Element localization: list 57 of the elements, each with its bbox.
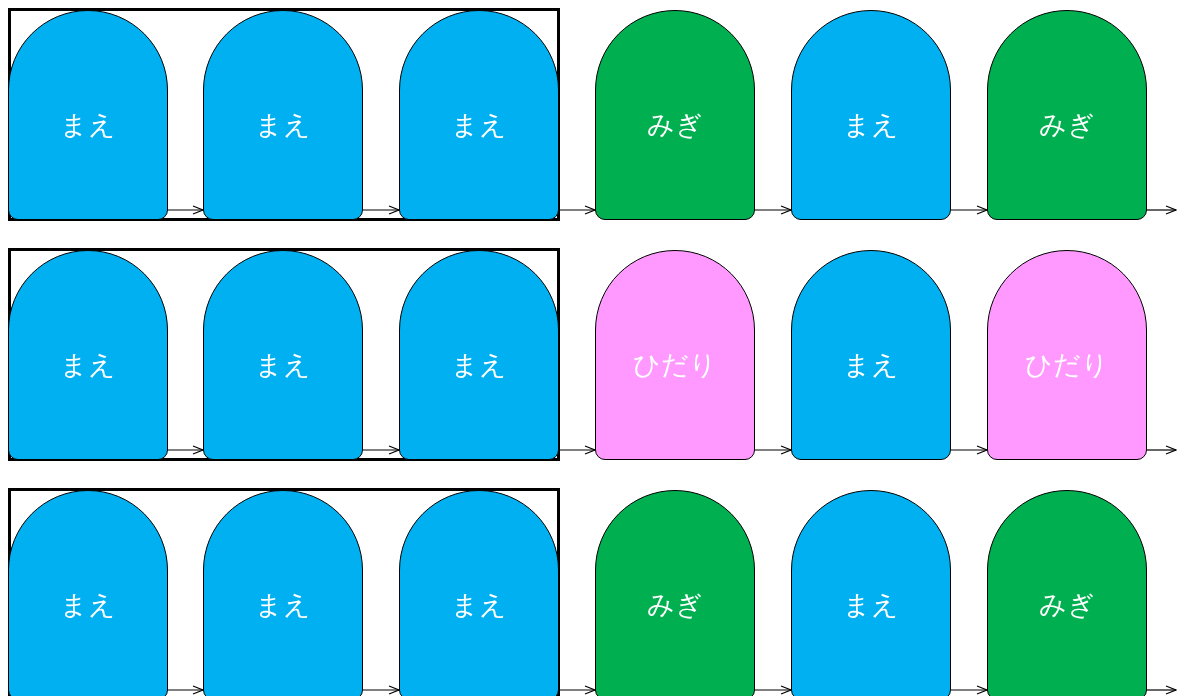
arrow (362, 685, 400, 695)
arch-card (8, 490, 168, 696)
arch-card (791, 10, 951, 220)
card-label: まえ (60, 588, 116, 622)
arrow (950, 685, 988, 695)
arch-card (8, 10, 168, 220)
arrow (558, 445, 596, 455)
arch-card (203, 10, 363, 220)
card-label: みぎ (647, 108, 703, 142)
card-label: まえ (451, 108, 507, 142)
card-label: まえ (451, 348, 507, 382)
arrow (754, 685, 792, 695)
arrow (558, 685, 596, 695)
card-label: みぎ (1039, 108, 1095, 142)
card-label: まえ (60, 348, 116, 382)
arch-card (399, 490, 559, 696)
arch-card (791, 250, 951, 460)
arch-card (595, 250, 755, 460)
arrow (362, 205, 400, 215)
arrow (950, 205, 988, 215)
arrow (1146, 445, 1177, 455)
card-label: まえ (60, 108, 116, 142)
group-frame (8, 488, 560, 696)
arrow (1146, 205, 1177, 215)
card-label: みぎ (647, 588, 703, 622)
arch-card (399, 250, 559, 460)
arch-card (203, 250, 363, 460)
card-label: まえ (255, 588, 311, 622)
arrow (754, 205, 792, 215)
arrow (362, 445, 400, 455)
arch-card (595, 10, 755, 220)
group-frame (8, 8, 560, 221)
arch-card (987, 490, 1147, 696)
card-label: まえ (255, 348, 311, 382)
arrow (950, 445, 988, 455)
card-label: まえ (843, 348, 899, 382)
card-label: みぎ (1039, 588, 1095, 622)
arrow (167, 445, 204, 455)
card-label: まえ (843, 108, 899, 142)
arrow (558, 205, 596, 215)
arch-card (203, 490, 363, 696)
card-label: まえ (843, 588, 899, 622)
card-label: まえ (255, 108, 311, 142)
arch-card (399, 10, 559, 220)
card-label: まえ (451, 588, 507, 622)
arch-card (8, 250, 168, 460)
arch-card (987, 10, 1147, 220)
card-label: ひだり (633, 348, 717, 382)
arrow (167, 205, 204, 215)
arrow (167, 685, 204, 695)
group-frame (8, 248, 560, 461)
arch-card (791, 490, 951, 696)
arrow (754, 445, 792, 455)
card-label: ひだり (1025, 348, 1109, 382)
arch-card (987, 250, 1147, 460)
arrow (1146, 685, 1177, 695)
arch-card (595, 490, 755, 696)
